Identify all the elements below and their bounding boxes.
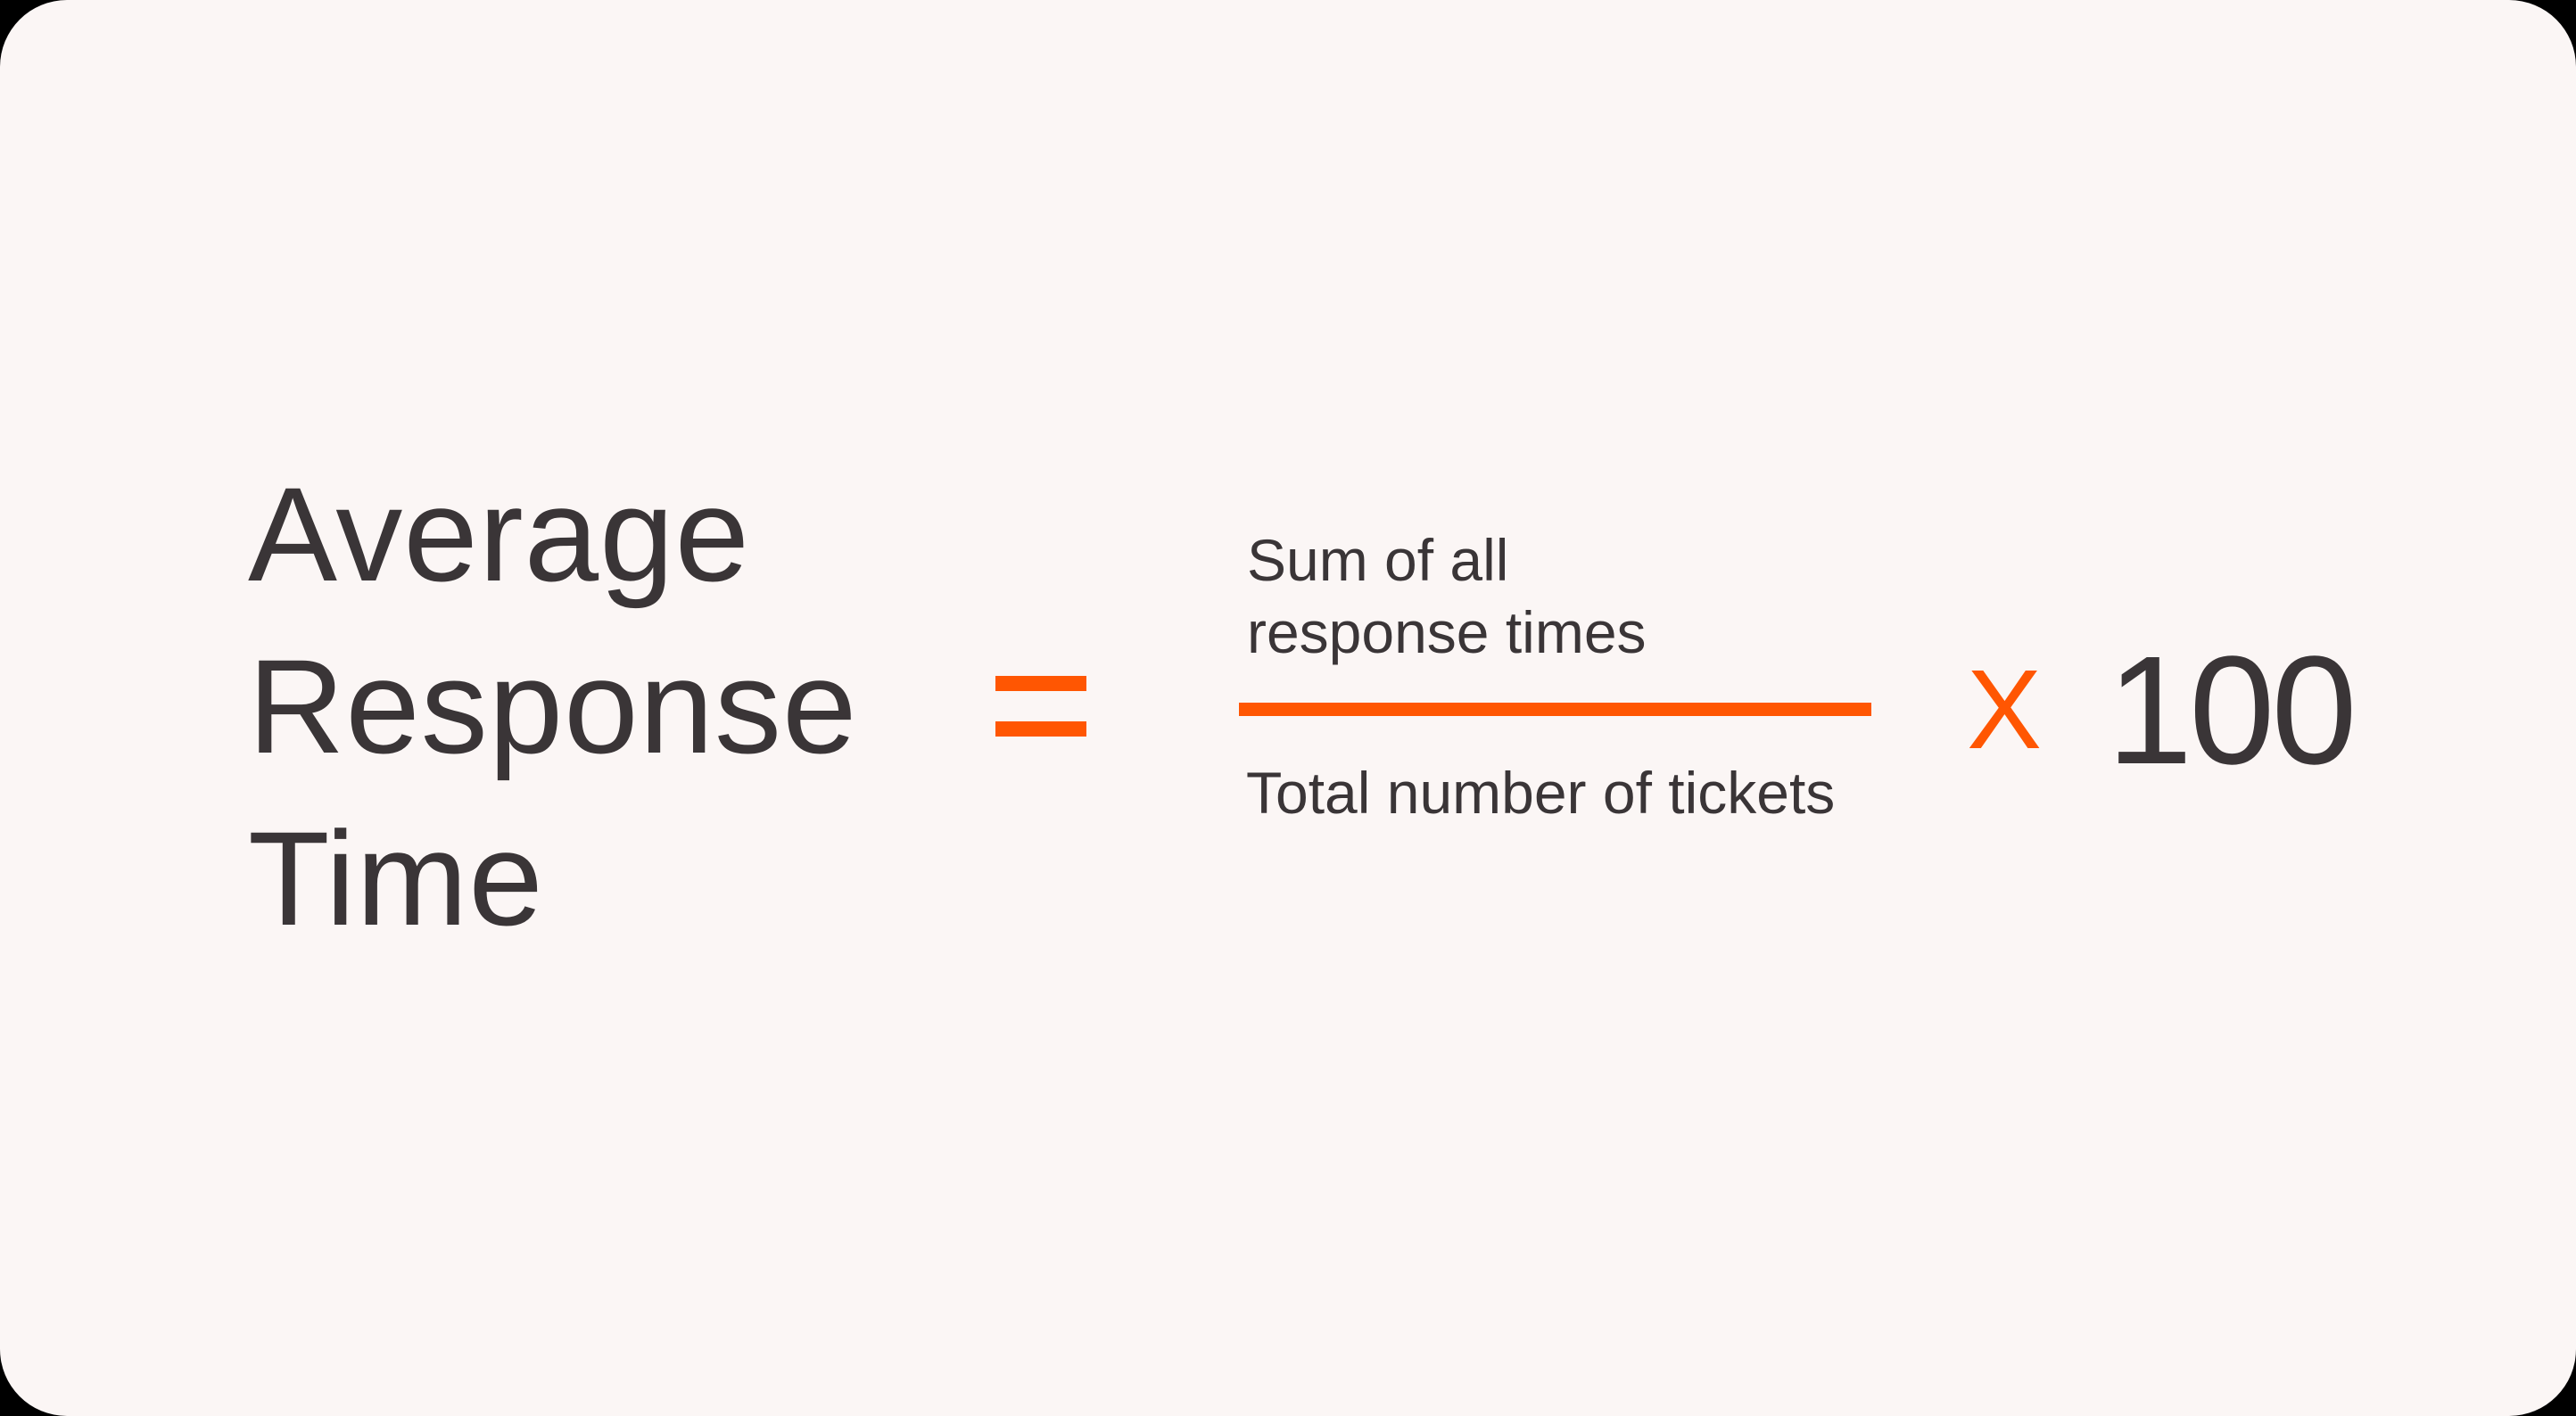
equals-bar-bottom — [995, 721, 1086, 737]
multiply-sign: X — [1967, 646, 2043, 772]
formula-title: Average Response Time — [248, 459, 858, 953]
multiplier-value: 100 — [2107, 623, 2357, 796]
equals-bar-top — [995, 676, 1086, 691]
fraction-denominator: Total number of tickets — [1246, 760, 1836, 826]
fraction-line — [1239, 703, 1871, 716]
fraction-numerator: Sum of all response times — [1247, 527, 1647, 665]
equals-sign — [995, 676, 1086, 737]
